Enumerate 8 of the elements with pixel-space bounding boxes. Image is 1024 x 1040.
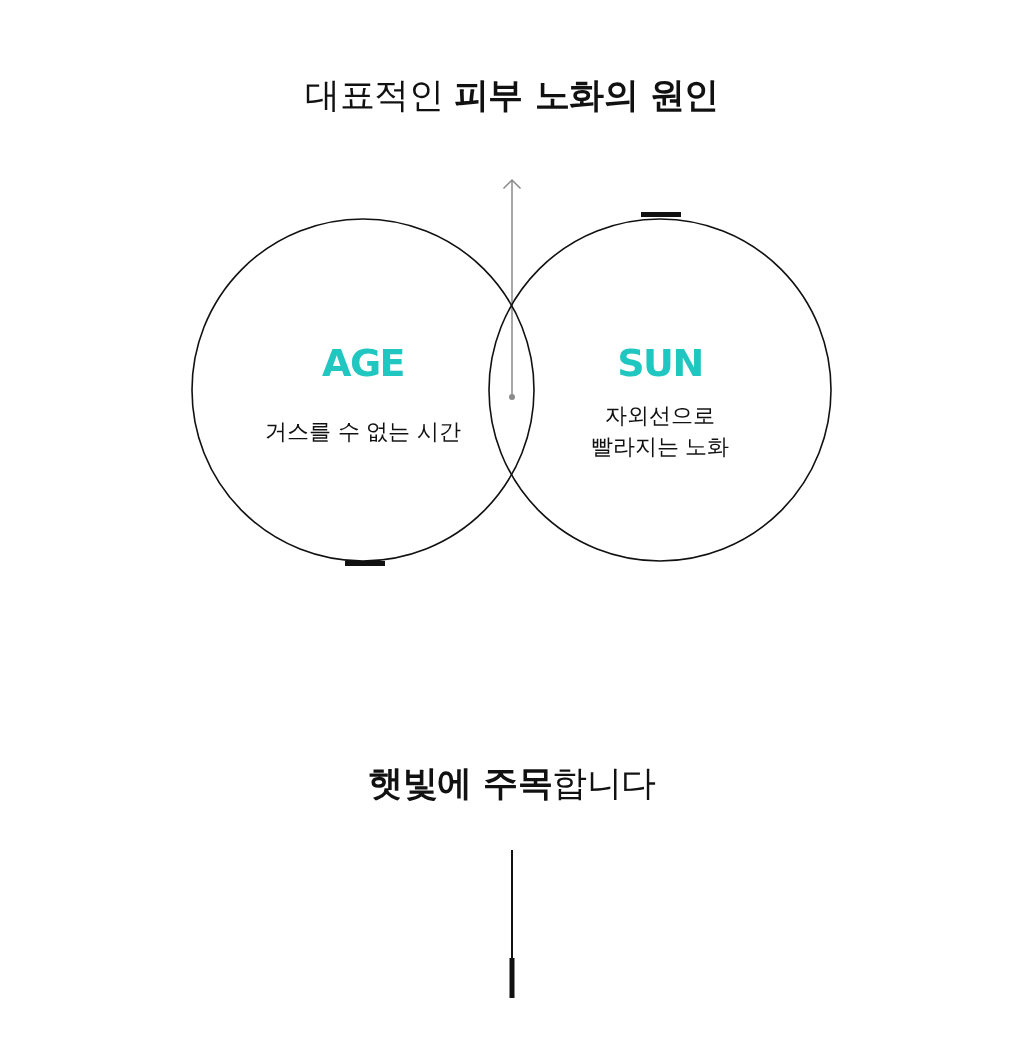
category-title: SUN [617,340,703,386]
page-title: 대표적인 피부 노화의 원인 [305,74,719,117]
venn-circle [191,218,535,562]
category-title: AGE [321,340,405,386]
venn-circle [488,218,832,562]
subheading: 햇빛에 주목합니다 [368,762,656,805]
description-text: 자외선으로 빨라지는 노화 [589,402,731,461]
description-text: 거스를 수 없는 시간 [264,418,462,446]
